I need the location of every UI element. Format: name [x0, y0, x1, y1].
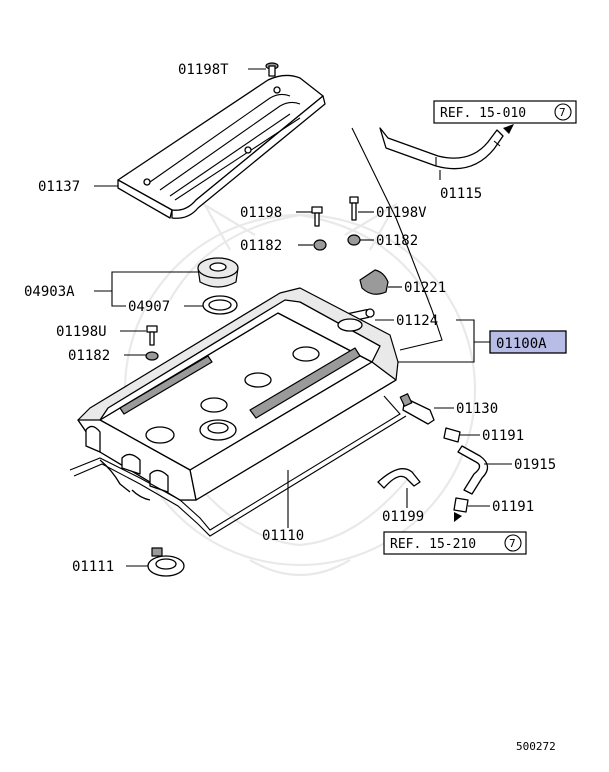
ref-top-text[interactable]: REF. 15-010 — [440, 106, 526, 121]
diagram-code: 500272 — [516, 740, 556, 753]
pcv-valve — [359, 269, 389, 295]
washer-01182-c — [145, 351, 159, 361]
oil-filler-cap — [197, 257, 239, 288]
hose-clip-01191-b — [453, 497, 469, 522]
washer-01182-a — [313, 239, 327, 251]
spark-plug-cover-rib — [119, 355, 213, 415]
label-01199: 01199 — [382, 509, 424, 525]
label-01182-right: 01182 — [376, 233, 418, 249]
leader-lines — [94, 68, 512, 567]
part-labels: 01198T 01137 01198 01198V 01182 01182 04… — [24, 62, 556, 575]
label-01100A[interactable]: 01100A — [496, 336, 547, 352]
ref-box-top[interactable]: REF. 15-010 7 — [433, 100, 577, 124]
ref-bottom-circle — [504, 534, 522, 552]
ref-top-circle — [554, 103, 572, 121]
bolt-01198T — [265, 62, 279, 77]
label-01130: 01130 — [456, 401, 498, 417]
bolt-01198U — [146, 325, 158, 346]
label-01198: 01198 — [240, 205, 282, 221]
label-01111: 01111 — [72, 559, 114, 575]
label-04907: 04907 — [128, 299, 170, 315]
label-01115: 01115 — [440, 186, 482, 202]
label-04903A: 04903A — [24, 284, 75, 300]
bolt-01198V — [349, 196, 359, 221]
label-01137: 01137 — [38, 179, 80, 195]
label-01198V: 01198V — [376, 205, 427, 221]
valve-cover-gasket — [69, 395, 407, 537]
arrow-ref-top — [503, 124, 514, 134]
engine-top-cover — [117, 74, 326, 219]
highlight-box[interactable] — [489, 330, 567, 354]
label-01110: 01110 — [262, 528, 304, 544]
watermark-emblem — [123, 201, 477, 576]
spark-plug-tube-seal — [147, 547, 185, 577]
highlighted-part-01100A[interactable]: 01100A — [489, 330, 567, 354]
emblem-bar — [249, 347, 361, 419]
washer-01182-b — [347, 234, 361, 246]
ref-bottom-num: 7 — [509, 537, 516, 550]
cap-gasket-ring — [202, 295, 238, 315]
label-01182-top: 01182 — [240, 238, 282, 254]
label-01182-left: 01182 — [68, 348, 110, 364]
label-01221: 01221 — [404, 280, 446, 296]
label-01198T: 01198T — [178, 62, 229, 78]
arrow-ref-bottom — [454, 512, 462, 522]
label-01198U: 01198U — [56, 324, 107, 340]
ref-box-bottom[interactable]: REF. 15-210 7 — [383, 531, 527, 555]
ref-top-num: 7 — [559, 106, 566, 119]
hose-band-01199 — [377, 468, 421, 489]
bolt-01198 — [311, 206, 323, 227]
label-01124: 01124 — [396, 313, 438, 329]
label-01915: 01915 — [514, 457, 556, 473]
pcv-valve-01130 — [399, 393, 435, 425]
ref-bottom-text[interactable]: REF. 15-210 — [390, 537, 476, 552]
label-01191-upper: 01191 — [482, 428, 524, 444]
label-01191-lower: 01191 — [492, 499, 534, 515]
valve-cover-assembly — [77, 287, 399, 501]
hose-clip-01191-a — [443, 427, 461, 443]
breather-hose — [379, 124, 514, 170]
pcv-hose-01915 — [457, 445, 489, 495]
